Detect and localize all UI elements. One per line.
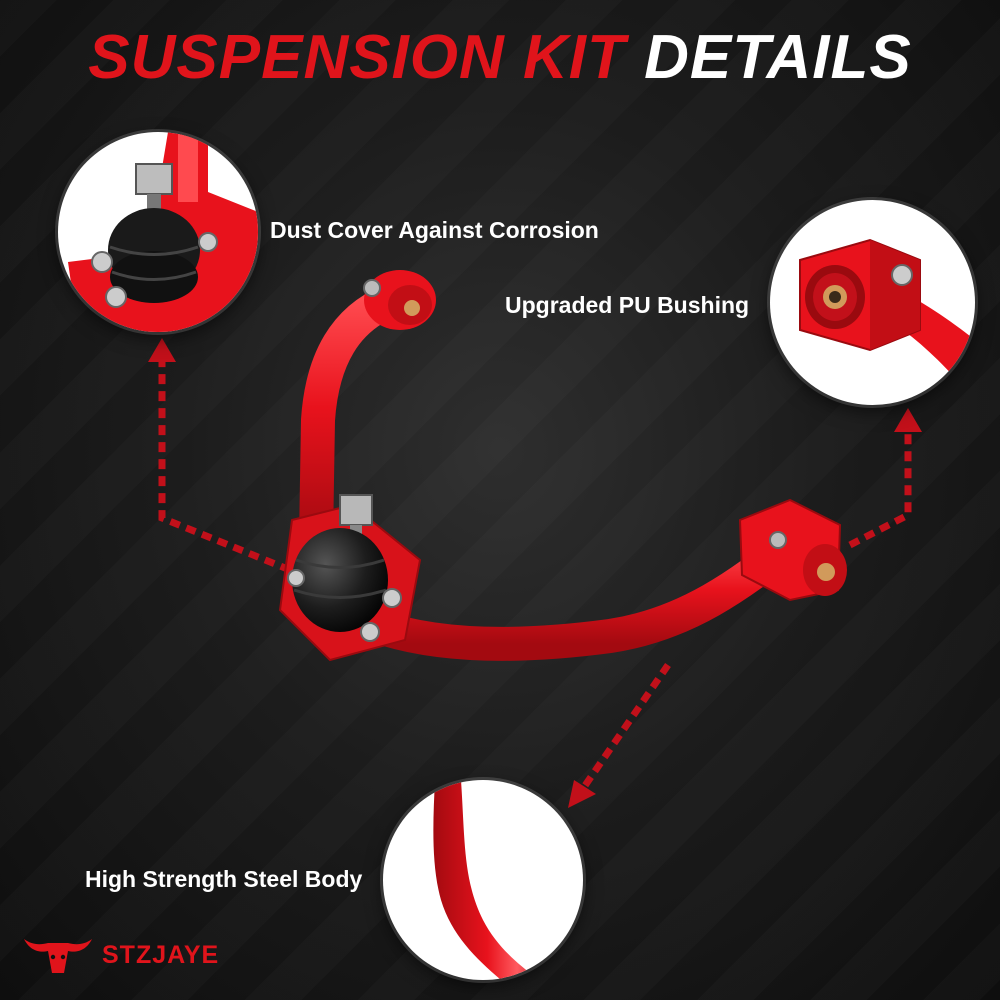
connector-pu-bushing [848,430,912,549]
bushing-icon [799,238,975,400]
ball-joint-icon [68,132,258,332]
arm-lower-leg [333,528,807,661]
arrow-head-dust-cover [148,338,176,362]
steel-tube-icon [433,780,540,980]
callout-pu-bushing: Upgraded PU Bushing [505,292,750,318]
callout-steel-body: High Strength Steel Body [85,866,363,892]
ball-joint [287,494,402,642]
arrow-head-pu-bushing [894,408,922,432]
callout-dust-cover: Dust Cover Against Corrosion [270,217,599,243]
title-part-2: DETAILS [644,23,912,92]
right-bushing [738,498,847,602]
connector-dust-cover [158,360,292,574]
detail-circle-pu-bushing [770,200,975,405]
brand-logo: STZJAYE [22,930,219,980]
title-part-1: SUSPENSION KIT [88,23,626,92]
brand-name: STZJAYE [102,940,220,969]
bull-head-icon [24,939,92,973]
detail-circle-steel-body [383,780,583,980]
connector-steel-body [579,663,671,792]
arrow-head-steel-body [568,780,596,808]
page-title: SUSPENSION KIT DETAILS [0,22,1000,93]
top-bushing [363,270,436,330]
detail-circle-dust-cover [58,132,258,332]
